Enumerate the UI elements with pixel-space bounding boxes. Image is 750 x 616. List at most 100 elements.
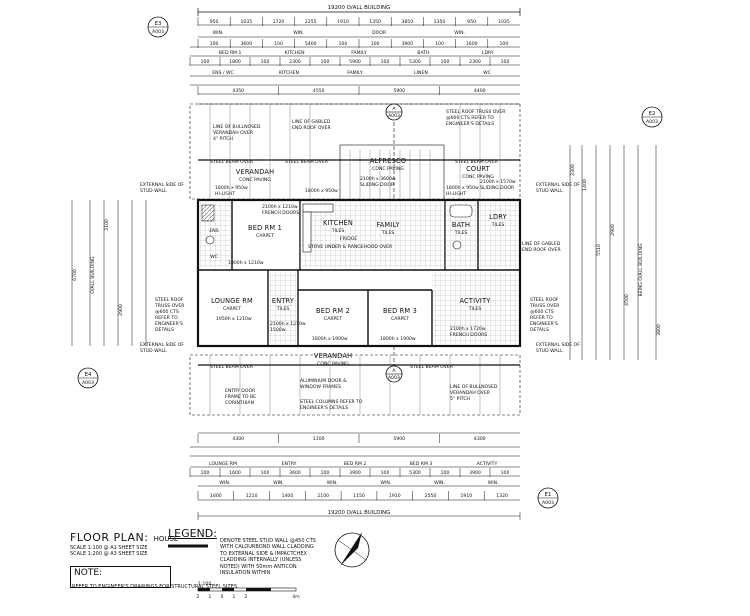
note-truss-left-1: STEEL ROOF bbox=[155, 297, 184, 303]
right-dim-0: 2300 bbox=[570, 164, 576, 176]
scale-tick-4: 2 bbox=[245, 594, 248, 600]
note-title: NOTE: bbox=[74, 568, 103, 578]
left-dim-1: 3100 bbox=[104, 219, 110, 231]
top-dim2-4: 100 bbox=[339, 41, 348, 47]
note-alum-1: ALUMINIUM DOOR & bbox=[300, 378, 347, 384]
bot-dim2-7: 5300 bbox=[409, 470, 421, 476]
room-bath: BATH bbox=[452, 221, 470, 229]
note-bullnosed-bottom-1: LINE OF BULLNOSED bbox=[450, 384, 498, 390]
top-dim4-1: 4550 bbox=[313, 88, 325, 94]
top-dim1-5: 1350 bbox=[369, 19, 381, 25]
north-arrow-icon bbox=[334, 532, 370, 568]
bot-tag-3: WIN. bbox=[380, 480, 391, 486]
top-dim2-6: 3900 bbox=[401, 41, 413, 47]
callout-e4: E4 A003 bbox=[77, 367, 99, 389]
top-dim2-1: 3600 bbox=[240, 41, 252, 47]
right-dim-3: 2900 bbox=[610, 224, 616, 236]
left-window-size: 1800h x 950w bbox=[215, 185, 248, 191]
top-dim3-10: 100 bbox=[501, 59, 510, 65]
bot-dim3-6: 2550 bbox=[425, 493, 437, 499]
french-doors-size: 2100h x 1210w bbox=[262, 204, 298, 210]
room-kitchen-finish: TILES bbox=[331, 228, 345, 234]
court-door-size: 2100h x 1570w bbox=[480, 179, 516, 185]
bot-dim1-1: 1100 bbox=[313, 436, 325, 442]
note-truss-left-6: DETAILS bbox=[155, 327, 174, 333]
alfresco-door-type: SLIDING DOOR bbox=[360, 182, 395, 188]
note-truss-left-2: TRUSS OVER bbox=[154, 303, 185, 309]
top-tag-0: WIN. bbox=[213, 30, 224, 36]
court-door-type: SLIDING DOOR bbox=[480, 185, 515, 191]
note-truss-right-5: ENGINEER'S bbox=[530, 321, 558, 327]
floor-plan-title: FLOOR PLAN: bbox=[70, 531, 149, 544]
note-truss-right-3: @600 CTS bbox=[530, 309, 554, 315]
bot-dim2-9: 3900 bbox=[469, 470, 481, 476]
legend-title: LEGEND: bbox=[168, 527, 217, 540]
top-dim1-2: 1720 bbox=[273, 19, 285, 25]
top-tag-2: WIN. bbox=[293, 30, 304, 36]
note-ext-side-right-1: EXTERNAL SIDE OF bbox=[536, 182, 580, 188]
bot-dim2-2: 100 bbox=[261, 470, 270, 476]
room-activity-finish: TILES bbox=[468, 306, 482, 312]
top-room2-4: LDRY bbox=[482, 50, 494, 56]
room-verandah-bottom: VERANDAH bbox=[314, 352, 352, 360]
right-dimension-lines bbox=[569, 145, 657, 360]
room-ens: ENS bbox=[209, 228, 218, 234]
section-callout-bottom: A A003 bbox=[385, 346, 403, 383]
top-dim2-5: 100 bbox=[371, 41, 380, 47]
bot-dim3-1: 1210 bbox=[246, 493, 258, 499]
bed2-window-size: 1800h x 1900w bbox=[312, 336, 348, 342]
top-room2-2: FAMILY bbox=[351, 50, 367, 56]
room-bed3: BED RM 3 bbox=[383, 307, 417, 315]
callout-e3-ref: A003 bbox=[152, 29, 164, 35]
top-tag-4: DOOR bbox=[372, 30, 387, 36]
bot-room-0: LOUNGE RM bbox=[209, 461, 237, 467]
callout-e2: E2 A003 bbox=[641, 106, 663, 128]
callout-e3: E3 A003 bbox=[147, 16, 169, 38]
overall-dim-label-bottom: 19200 O/ALL BUILDING bbox=[328, 510, 391, 516]
top-dim3-8: 100 bbox=[441, 59, 450, 65]
legend-text: DENOTE STEEL STUD WALL @450 CTS WITH CAL… bbox=[220, 538, 316, 577]
roof-framing-lines bbox=[209, 104, 501, 415]
top-dim4-3: 4400 bbox=[474, 88, 486, 94]
scale-tick-1: 1 bbox=[209, 594, 212, 600]
note-truss-left-4: REFER TO bbox=[155, 315, 178, 321]
bot-dim1-3: 4300 bbox=[474, 436, 486, 442]
section-bottom-id: A bbox=[392, 368, 396, 374]
room-verandah-top-finish: CONC PAVING bbox=[239, 177, 271, 183]
activity-doors-size: 2100h x 1720w bbox=[450, 326, 486, 332]
scale-tick-3: 1 bbox=[233, 594, 236, 600]
top-room3-0: ENS / WC bbox=[212, 70, 233, 76]
note-truss-right-6: DETAILS bbox=[530, 327, 549, 333]
section-top-ref: A003 bbox=[388, 113, 400, 119]
court-hilight: HI-LIGHT bbox=[446, 191, 466, 197]
note-ext-side-right-4: STUD WALL bbox=[536, 348, 563, 354]
bot-dim1-0: 4300 bbox=[232, 436, 244, 442]
room-bed3-finish: CARPET bbox=[391, 316, 409, 322]
section-bottom-ref: A003 bbox=[388, 375, 400, 381]
top-dim4-2: 5900 bbox=[393, 88, 405, 94]
callout-e4-id: E4 bbox=[85, 372, 92, 378]
scale-tick-2: 0 bbox=[221, 594, 224, 600]
room-alfresco-finish: CONC PAVING bbox=[372, 166, 404, 172]
scale-bar-label: 1:100 bbox=[198, 581, 211, 587]
note-column-1: STEEL COLUMNS REFER TO bbox=[300, 399, 363, 405]
callout-e4-ref: A003 bbox=[82, 380, 94, 386]
right-dim-5: BEING O/ALL BUILDING bbox=[638, 243, 644, 297]
note-gabled-left-2: END ROOF OVER bbox=[292, 125, 331, 131]
room-family-finish: TILES bbox=[381, 230, 395, 236]
top-room2-0: BED RM 1 bbox=[219, 50, 242, 56]
note-column-2: ENGINEER'S DETAILS bbox=[300, 405, 348, 411]
bot-room-3: BED RM 3 bbox=[410, 461, 433, 467]
activity-doors-type: FRENCH DOORS bbox=[450, 332, 487, 338]
bed3-window-size: 1800h x 1900w bbox=[380, 336, 416, 342]
note-ext-side-right-3: EXTERNAL SIDE OF bbox=[536, 342, 580, 348]
top-room3-3: LINEN bbox=[414, 70, 428, 76]
left-dim-0: 6700 bbox=[72, 269, 78, 281]
note-truss-left-3: @600 CTS bbox=[155, 309, 179, 315]
top-dim2-3: 5400 bbox=[305, 41, 317, 47]
scale-tick-5: 4m bbox=[292, 594, 300, 600]
callout-e3-id: E3 bbox=[155, 21, 162, 27]
